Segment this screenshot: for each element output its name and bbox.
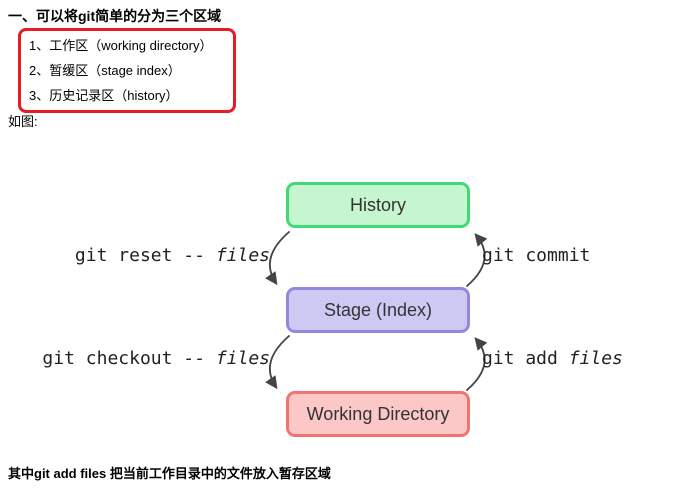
arrow-stage-to-history: [466, 233, 488, 287]
label-git-checkout-files: files: [215, 348, 270, 369]
list-item-stage-index: 2、暂缓区（stage index）: [29, 63, 181, 78]
label-git-reset: git reset -- files: [75, 246, 270, 266]
label-git-checkout-text: git checkout --: [42, 348, 216, 369]
page-title: 一、可以将git简单的分为三个区域: [8, 8, 222, 24]
label-git-commit-text: git commit: [482, 245, 591, 266]
list-item-history: 3、历史记录区（history）: [29, 88, 179, 103]
arrow-stage-to-working: [265, 335, 290, 390]
label-git-reset-files: files: [215, 245, 270, 266]
label-git-add: git add files: [482, 349, 623, 369]
figure-caption: 如图:: [8, 114, 38, 129]
label-git-reset-text: git reset --: [74, 245, 216, 266]
label-git-add-text: git add: [482, 348, 569, 369]
node-stage-index: Stage (Index): [286, 287, 470, 333]
callout-box: 1、工作区（working directory） 2、暂缓区（stage ind…: [18, 28, 236, 113]
node-history: History: [286, 182, 470, 228]
list-item-working-directory: 1、工作区（working directory）: [29, 38, 213, 53]
node-working-directory: Working Directory: [286, 391, 470, 437]
label-git-add-files: files: [568, 348, 623, 369]
arrow-history-to-stage: [265, 231, 290, 286]
label-git-commit: git commit: [482, 246, 590, 266]
arrow-working-to-stage: [466, 337, 488, 391]
footer-note: 其中git add files 把当前工作目录中的文件放入暂存区域: [8, 466, 331, 481]
label-git-checkout: git checkout -- files: [42, 349, 270, 369]
